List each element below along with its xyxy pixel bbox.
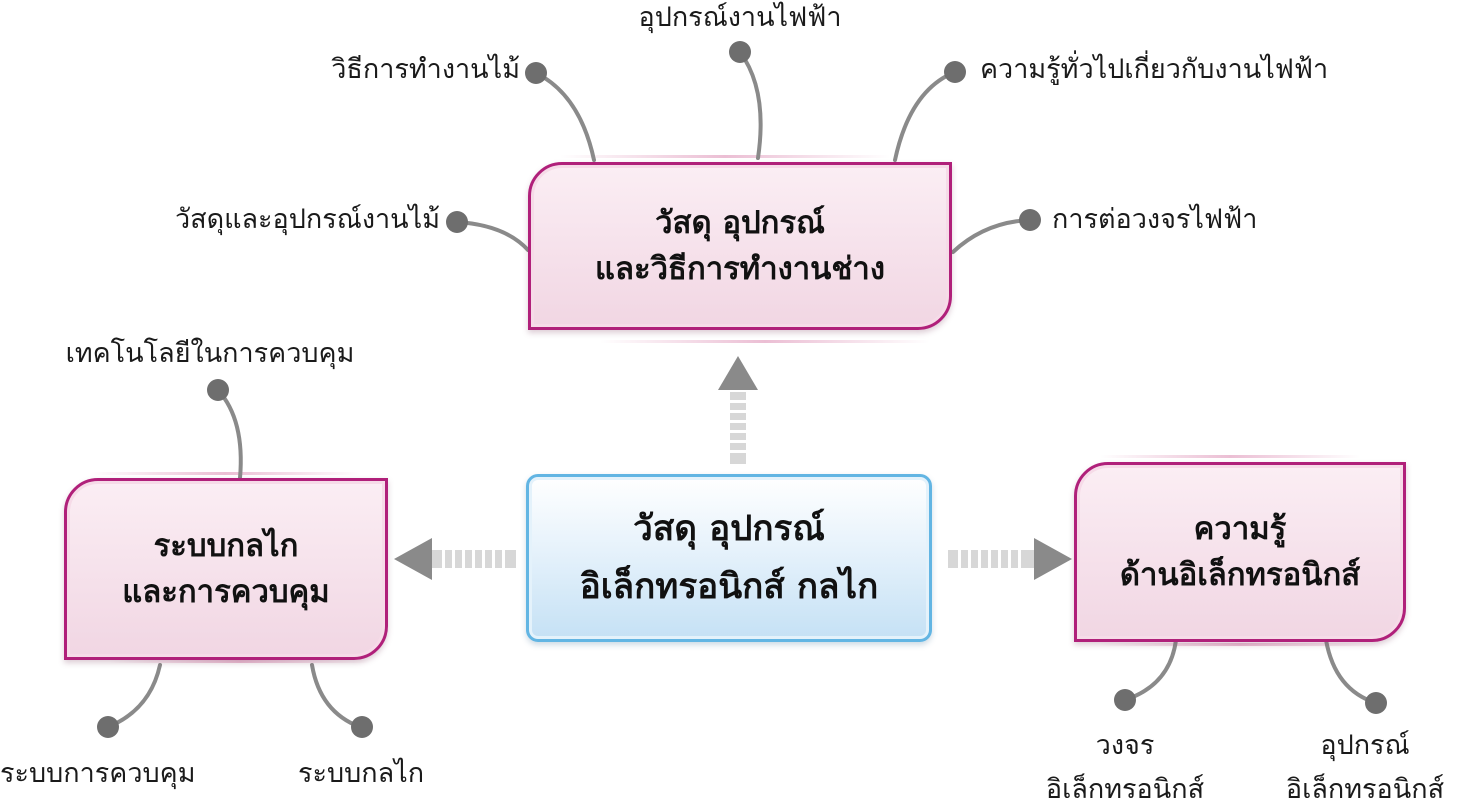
dot-wood-methods (525, 62, 547, 84)
connector-control-system (106, 663, 162, 729)
label-wood-materials: วัสดุและอุปกรณ์งานไม้ (174, 204, 440, 235)
node-materials-methods: วัสดุ อุปกรณ์ และวิธีการทำงานช่าง (528, 162, 952, 330)
arrow-right (948, 538, 1072, 580)
node-electronics-knowledge: ความรู้ ด้านอิเล็กทรอนิกส์ (1074, 462, 1406, 642)
node-mechanism-control: ระบบกลไก และการควบคุม (64, 478, 388, 660)
label-electronic-circuit-line1: วงจร (1095, 730, 1155, 761)
connector-electric-knowledge (893, 70, 957, 162)
arrow-up (718, 356, 758, 464)
label-electric-tools: อุปกรณ์งานไฟฟ้า (638, 2, 842, 33)
dot-electronic-device (1365, 692, 1387, 714)
label-mechanism: ระบบกลไก (298, 758, 425, 789)
connector-mechanism (310, 663, 362, 729)
dot-electric-tools (729, 41, 751, 63)
dot-mechanism (351, 716, 373, 738)
node-center-topic: วัสดุ อุปกรณ์ อิเล็กทรอนิกส์ กลไก (526, 474, 932, 642)
label-electronic-device-line1: อุปกรณ์ (1320, 730, 1410, 761)
connector-wood-materials (455, 220, 530, 252)
label-electronic-circuit: วงจร อิเล็กทรอนิกส์ (1010, 728, 1240, 808)
dot-control-system (97, 716, 119, 738)
node-center-line2: อิเล็กทรอนิกส์ กลไก (579, 567, 879, 607)
node-mechanism-control-line2: และการควบคุม (122, 574, 330, 610)
label-control-system: ระบบการควบคุม (0, 758, 196, 789)
connector-electric-tools (738, 50, 763, 160)
node-mechanism-control-line1: ระบบกลไก (153, 528, 299, 564)
label-electric-knowledge: ความรู้ทั่วไปเกี่ยวกับงานไฟฟ้า (980, 54, 1329, 85)
dot-control-tech (207, 379, 229, 401)
connector-electronic-circuit (1123, 638, 1178, 702)
label-control-tech: เทคโนโลยีในการควบคุม (65, 338, 355, 369)
arrow-left (394, 538, 516, 580)
connector-wood-methods (534, 71, 596, 162)
node-electronics-knowledge-line1: ความรู้ (1193, 511, 1287, 547)
node-materials-methods-line2: และวิธีการทำงานช่าง (595, 251, 885, 287)
node-materials-methods-line1: วัสดุ อุปกรณ์ (655, 205, 825, 241)
dot-circuits (1019, 209, 1041, 231)
dot-wood-materials (446, 211, 468, 233)
label-wood-methods: วิธีการทำงานไม้ (331, 54, 520, 85)
label-electronic-circuit-line2: อิเล็กทรอนิกส์ (1045, 774, 1205, 805)
box-highlights (90, 155, 1380, 663)
node-center-line1: วัสดุ อุปกรณ์ (633, 509, 825, 549)
label-electronic-device-line2: อิเล็กทรอนิกส์ (1285, 774, 1445, 805)
branch-dots (97, 41, 1387, 738)
connector-electronic-device (1324, 638, 1378, 705)
label-electronic-device: อุปกรณ์ อิเล็กทรอนิกส์ (1260, 728, 1470, 808)
label-circuits: การต่อวงจรไฟฟ้า (1052, 204, 1258, 235)
connector-control-tech (216, 388, 243, 480)
node-electronics-knowledge-line2: ด้านอิเล็กทรอนิกส์ (1119, 557, 1361, 593)
dot-electric-knowledge (944, 61, 966, 83)
dot-electronic-circuit (1114, 689, 1136, 711)
connector-circuits (951, 218, 1032, 254)
